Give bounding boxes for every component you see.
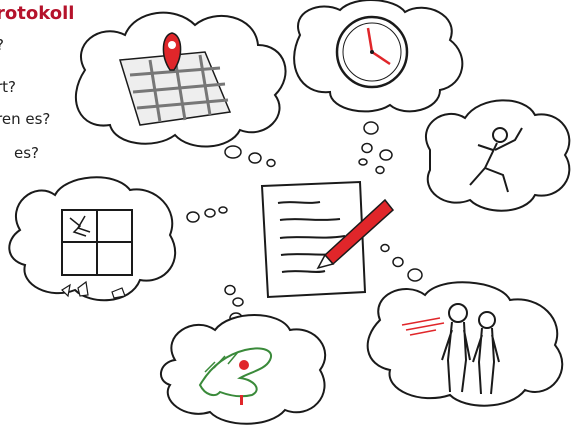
clock-icon — [337, 17, 407, 87]
cloud-runner — [426, 100, 569, 210]
